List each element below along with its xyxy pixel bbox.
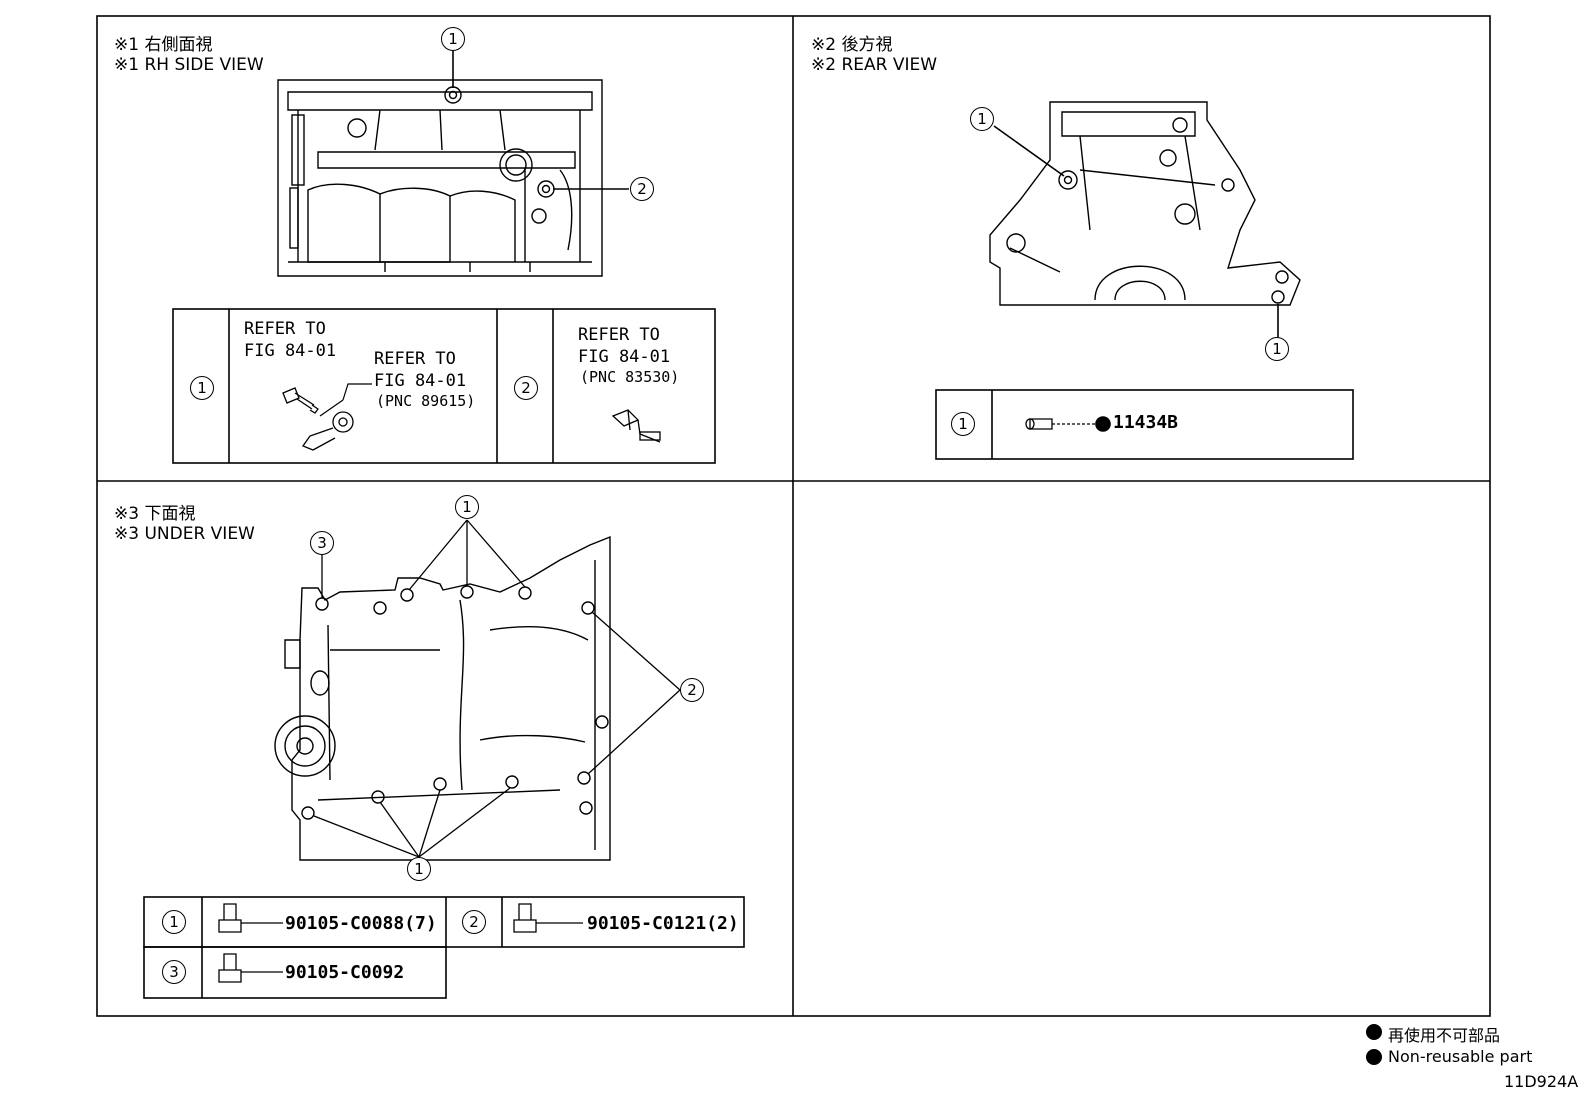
- view1-table-num-2: 2: [514, 376, 538, 400]
- view1-refer-b-line3: (PNC 89615): [376, 392, 476, 410]
- view1-callout-1: 1: [441, 27, 465, 51]
- view3-callout-3: 3: [310, 531, 334, 555]
- view1-title-jp: ※1 右側面視: [114, 35, 213, 55]
- view3-callout-2: 2: [680, 678, 704, 702]
- flange-bolt-sketch-icon: [218, 903, 583, 983]
- view2-callout-1-bottom: 1: [1265, 337, 1289, 361]
- view2-callout-1-top: 1: [970, 107, 994, 131]
- bolt-sketch-icon: [282, 387, 319, 414]
- view1-table-num-1: 1: [190, 376, 214, 400]
- view2-title-en: ※2 REAR VIEW: [811, 55, 938, 75]
- view3-title-jp: ※3 下面視: [114, 504, 196, 524]
- view2-table-num-1: 1: [951, 412, 975, 436]
- view1-title-en: ※1 RH SIDE VIEW: [114, 55, 264, 75]
- legend-non-reusable-en: Non-reusable part: [1388, 1047, 1533, 1066]
- temp-sensor-sketch-icon: [611, 409, 661, 443]
- view1-refer-line3: (PNC 83530): [580, 368, 680, 386]
- legend-dot-jp-icon: [1366, 1024, 1382, 1040]
- legend-non-reusable-jp: 再使用不可部品: [1388, 1026, 1501, 1045]
- view3-part-1: 90105-C0088(7): [285, 913, 437, 934]
- leader-refer: [319, 399, 344, 417]
- view2-part-number: 11434B: [1113, 412, 1179, 433]
- view3-part-2: 90105-C0121(2): [587, 913, 739, 934]
- view1-refer-a-line1: REFER TO: [244, 319, 326, 339]
- view1-callout-2: 2: [630, 177, 654, 201]
- rh-side-block-drawing: [277, 79, 603, 277]
- view3-table-num-3: 3: [162, 960, 186, 984]
- view2-table-lines: [935, 389, 1354, 460]
- view3-table-num-2: 2: [462, 910, 486, 934]
- view3-callout-1-top: 1: [455, 495, 479, 519]
- view3-table-num-1: 1: [162, 910, 186, 934]
- knock-sensor-sketch-icon: [301, 411, 354, 451]
- view3-title-en: ※3 UNDER VIEW: [114, 524, 255, 544]
- view1-refer-line2: FIG 84-01: [578, 347, 671, 367]
- view1-refer-a-line2: FIG 84-01: [244, 341, 337, 361]
- view1-refer-b-line2: FIG 84-01: [374, 371, 467, 391]
- view3-callout-1-bottom: 1: [407, 857, 431, 881]
- view3-leaders: [313, 519, 681, 858]
- view2-title-jp: ※2 後方視: [811, 35, 893, 55]
- legend-dot-en-icon: [1366, 1049, 1382, 1065]
- figure-code: 11D924A: [1504, 1072, 1579, 1091]
- plug-sketch-icon: [1025, 418, 1097, 430]
- view1-refer-line1: REFER TO: [578, 325, 660, 345]
- rear-view-drawing: [989, 101, 1301, 306]
- oil-pan-drawing: [274, 535, 611, 861]
- non-reusable-dot-icon: [1095, 416, 1111, 432]
- view3-table-lines: [143, 896, 745, 999]
- view1-refer-b-line1: REFER TO: [374, 349, 456, 369]
- view3-part-3: 90105-C0092: [285, 962, 405, 983]
- view1-table-lines: [172, 308, 716, 464]
